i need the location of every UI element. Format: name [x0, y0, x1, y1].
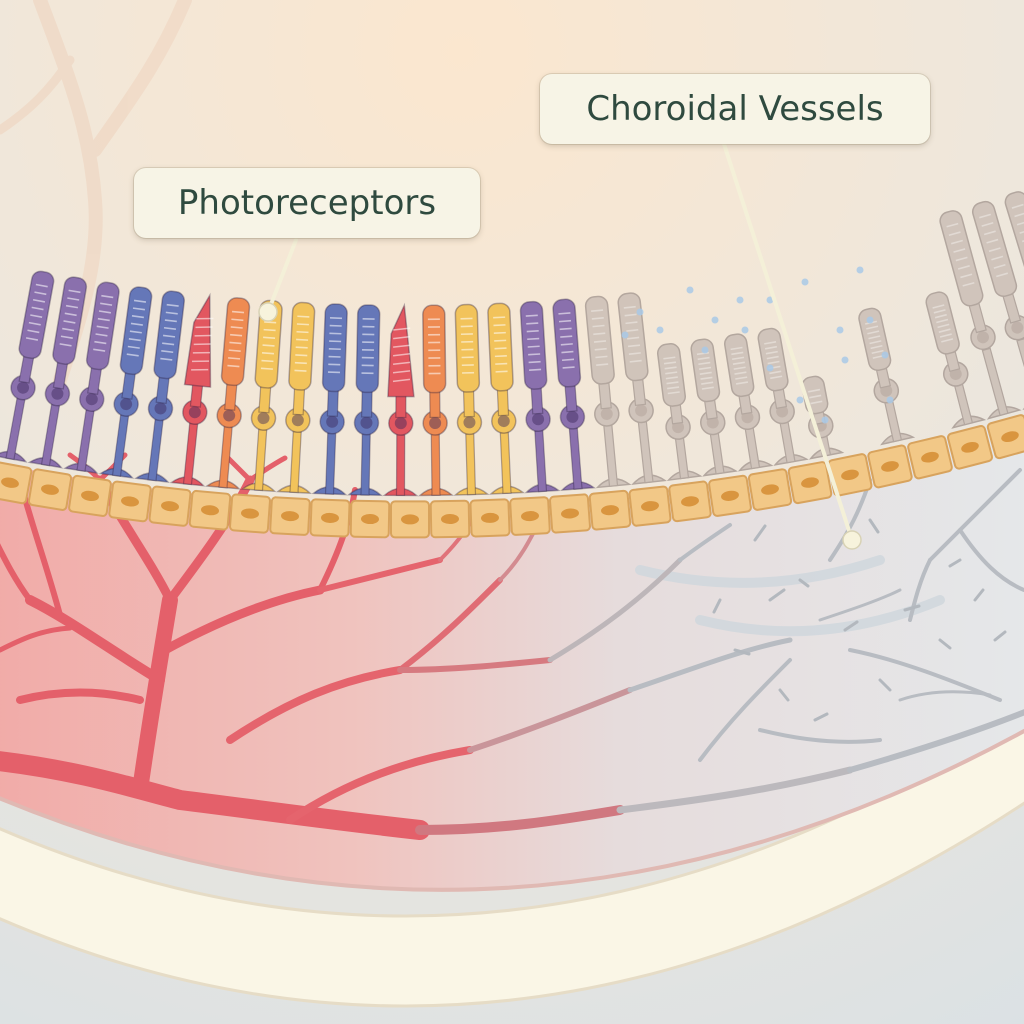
rod-cell: [925, 291, 987, 429]
rod-cell: [453, 303, 490, 496]
sclera-band: [0, 711, 1024, 1008]
rpe-cell: [389, 500, 431, 539]
particle: [741, 326, 749, 334]
particle: [686, 286, 694, 294]
rod-cell: [63, 281, 120, 475]
rpe-cell: [628, 485, 672, 527]
rpe-cell-layer: [0, 414, 1024, 539]
photoreceptors-leader-line: [266, 238, 298, 314]
rpe-cell: [509, 496, 551, 536]
rpe-cell: [229, 493, 271, 534]
particle: [866, 316, 874, 324]
photoreceptors-leader-dot: [258, 302, 278, 322]
rpe-cell: [148, 485, 192, 527]
cone-cell: [382, 302, 419, 497]
particle: [766, 364, 774, 372]
particle: [656, 326, 664, 334]
particle: [621, 331, 629, 339]
choroidal-vessel-tree: [0, 452, 1024, 840]
rpe-cell: [867, 444, 913, 489]
rod-cell: [487, 302, 526, 495]
rod-cell: [0, 270, 55, 463]
rod-cell: [346, 304, 383, 497]
rpe-cell: [986, 414, 1024, 460]
rpe-cell: [668, 480, 712, 523]
particle: [856, 266, 864, 274]
rod-cell: [552, 298, 597, 492]
particle: [796, 396, 804, 404]
haze-streaks: [635, 555, 945, 637]
cone-cell: [169, 292, 214, 487]
rod-cell: [27, 276, 88, 469]
particle: [711, 316, 719, 324]
choroidal-vessels-leader-dot: [842, 530, 862, 550]
rpe-cell: [68, 474, 112, 517]
rod-cell: [690, 338, 738, 477]
rpe-cell: [349, 499, 391, 539]
particle: [836, 326, 844, 334]
rpe-cell: [787, 461, 833, 505]
rod-cell: [418, 304, 455, 497]
rod-cell: [584, 295, 632, 489]
rpe-cell: [188, 489, 232, 531]
rod-cell: [858, 307, 916, 446]
particle: [886, 396, 894, 404]
rpe-cell: [27, 468, 73, 511]
vessel-fragments: [712, 518, 1007, 722]
rod-cell: [1004, 191, 1024, 288]
rpe-cell: [429, 499, 471, 539]
rod-cell: [98, 286, 153, 479]
choroidal-vessels-leader-line: [722, 142, 854, 542]
rpe-cell: [946, 425, 994, 470]
rpe-cell: [588, 489, 632, 531]
rod-cell: [275, 301, 316, 495]
rod-cell: [519, 300, 561, 494]
rpe-cell: [708, 474, 752, 517]
rod-cell: [240, 299, 283, 493]
rpe-cell: [907, 435, 953, 480]
particle: [636, 308, 644, 316]
choroid-lower-edge: [0, 728, 1024, 892]
particle: [701, 346, 709, 354]
particle: [841, 356, 849, 364]
rod-cell: [311, 303, 348, 496]
choroidal-vessels-label: Choroidal Vessels: [540, 74, 930, 144]
rod-cell: [757, 327, 809, 466]
particle: [801, 278, 809, 286]
floating-particles: [621, 266, 894, 424]
rod-cell: [939, 210, 1022, 420]
photoreceptors-label-text: Photoreceptors: [177, 183, 437, 223]
choroid-region: [0, 415, 1024, 890]
rpe-cell: [0, 461, 33, 505]
rpe-cell: [108, 480, 152, 523]
photoreceptor-layer: [0, 191, 1024, 497]
rod-cell: [205, 297, 251, 490]
particle: [881, 351, 889, 359]
rpe-cell: [549, 493, 591, 534]
photoreceptors-label: Photoreceptors: [134, 168, 480, 238]
particle: [736, 296, 744, 304]
leader-lines: [266, 142, 854, 542]
rpe-cell: [747, 468, 793, 511]
rod-cell: [656, 343, 703, 482]
choroidal-vessels-label-text: Choroidal Vessels: [586, 89, 884, 129]
particle: [821, 416, 829, 424]
rod-cell: [724, 333, 774, 472]
rpe-cell: [269, 496, 311, 536]
rod-cell: [134, 290, 186, 484]
rpe-cell: [469, 498, 511, 538]
particle: [766, 296, 774, 304]
rpe-cell: [309, 498, 351, 538]
